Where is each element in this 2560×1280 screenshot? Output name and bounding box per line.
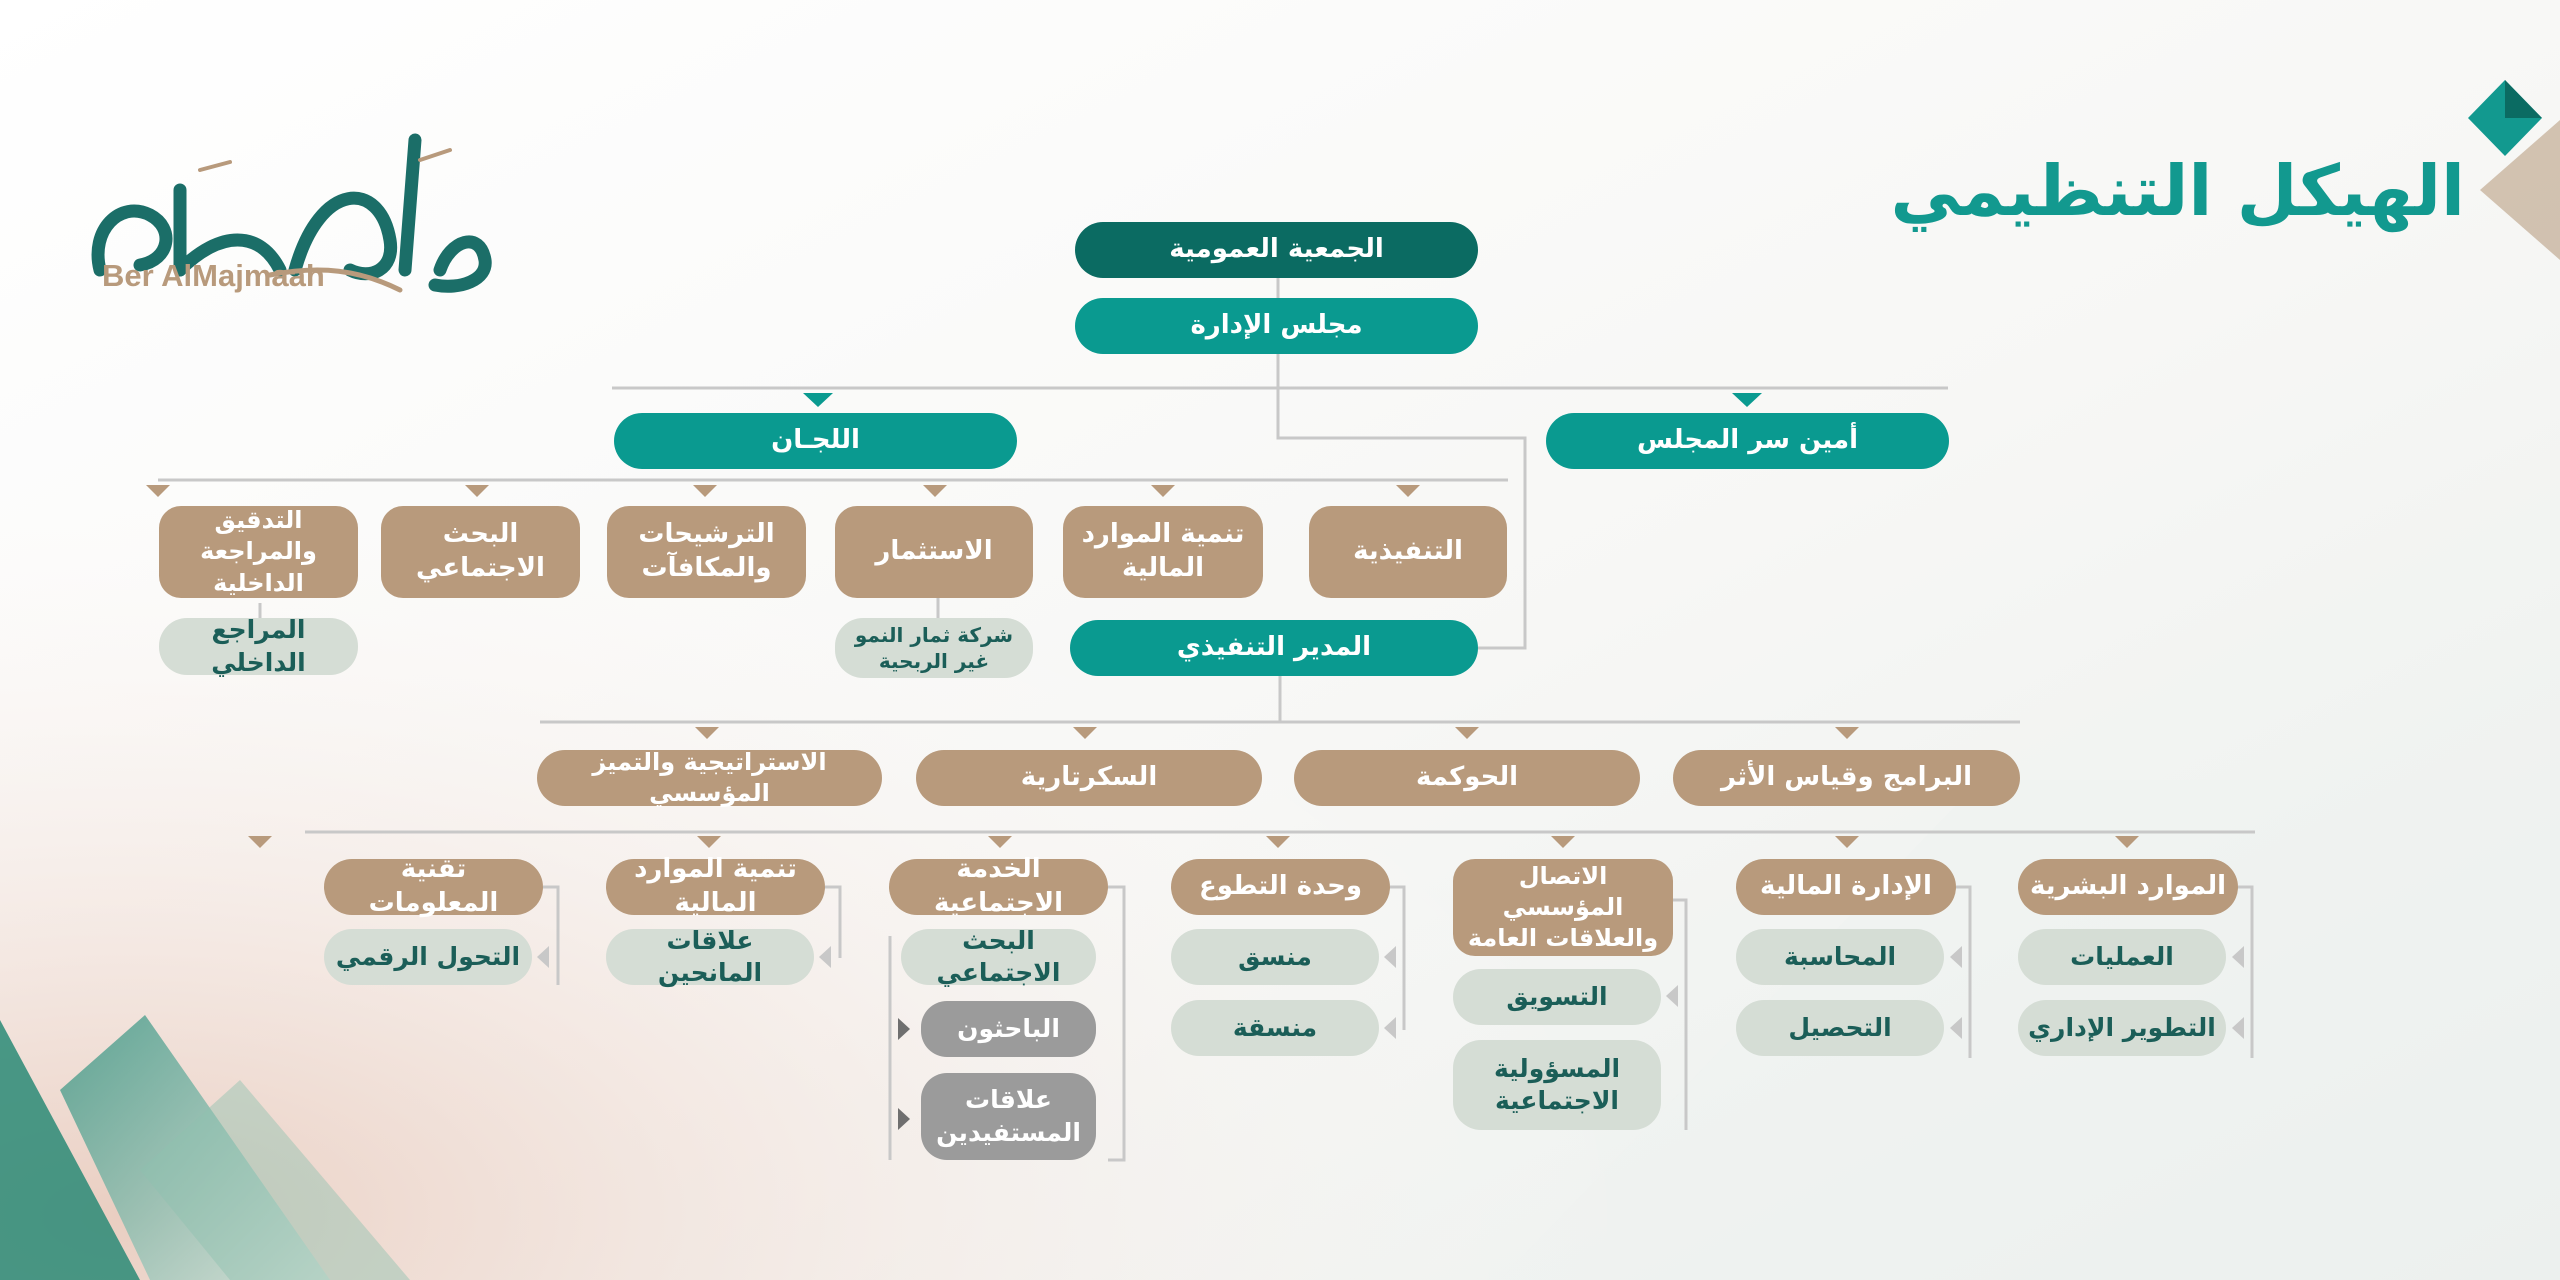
node-sub-beneficiary-relations[interactable]: علاقات المستفيدين — [921, 1073, 1096, 1160]
node-dept-it[interactable]: تقنية المعلومات — [324, 854, 543, 918]
node-committee-executive[interactable]: التنفيذية — [1309, 506, 1507, 598]
node-sub-social-research[interactable]: البحث الاجتماعي — [901, 926, 1096, 987]
node-internal-auditor[interactable]: المراجع الداخلي — [159, 615, 358, 677]
logo-text: Ber AlMajmaah — [102, 258, 325, 293]
node-committee-financial-resources[interactable]: تنمية الموارد المالية — [1063, 506, 1263, 598]
node-committee-social-research[interactable]: البحث الاجتماعي — [381, 506, 580, 598]
node-sub-admin-dev[interactable]: التطوير الإداري — [2018, 1000, 2226, 1056]
node-board-secretary[interactable]: أمين سر المجلس — [1546, 413, 1949, 469]
node-sub-marketing[interactable]: التسويق — [1453, 969, 1661, 1025]
node-sub-coordinator-f[interactable]: منسقة — [1171, 1000, 1379, 1056]
node-committee-audit[interactable]: التدقيق والمراجعة الداخلية — [159, 506, 358, 598]
node-dept-fund-dev[interactable]: تنمية الموارد المالية — [606, 854, 825, 918]
node-sub-digital[interactable]: التحول الرقمي — [324, 929, 532, 985]
node-sub-operations[interactable]: العمليات — [2018, 929, 2226, 985]
node-committee-investment[interactable]: الاستثمار — [835, 506, 1033, 598]
node-division-strategy[interactable]: الاستراتيجية والتميز المؤسسي — [537, 748, 882, 807]
node-board[interactable]: مجلس الإدارة — [1075, 298, 1478, 354]
node-dept-hr[interactable]: الموارد البشرية — [2018, 859, 2238, 915]
node-division-secretariat[interactable]: السكرتارية — [916, 750, 1262, 806]
node-dept-finance[interactable]: الإدارة المالية — [1736, 859, 1956, 915]
node-sub-coordinator-m[interactable]: منسق — [1171, 929, 1379, 985]
node-general-assembly[interactable]: الجمعية العمومية — [1075, 222, 1478, 278]
node-sub-researchers[interactable]: الباحثون — [921, 1001, 1096, 1057]
node-division-programs[interactable]: البرامج وقياس الأثر — [1673, 750, 2020, 806]
node-committees[interactable]: اللجـان — [614, 413, 1017, 469]
page-title: الهيكل التنظيمي — [1890, 150, 2465, 232]
node-company[interactable]: شركة ثمار النمو غير الربحية — [835, 618, 1033, 678]
node-dept-social-service[interactable]: الخدمة الاجتماعية — [889, 854, 1108, 918]
node-sub-collection[interactable]: التحصيل — [1736, 1000, 1944, 1056]
logo-mark — [91, 133, 492, 293]
node-dept-volunteer[interactable]: وحدة التطوع — [1171, 859, 1390, 915]
node-sub-donor-relations[interactable]: علاقات المانحين — [606, 926, 814, 987]
node-dept-comms[interactable]: الاتصال المؤسسي والعلاقات العامة — [1453, 859, 1673, 956]
node-sub-accounting[interactable]: المحاسبة — [1736, 929, 1944, 985]
node-committee-nominations[interactable]: الترشيحات والمكافآت — [607, 506, 806, 598]
node-sub-csr[interactable]: المسؤولية الاجتماعية — [1453, 1040, 1661, 1130]
node-executive-director[interactable]: المدير التنفيذي — [1070, 620, 1478, 676]
node-division-governance[interactable]: الحوكمة — [1294, 750, 1640, 806]
